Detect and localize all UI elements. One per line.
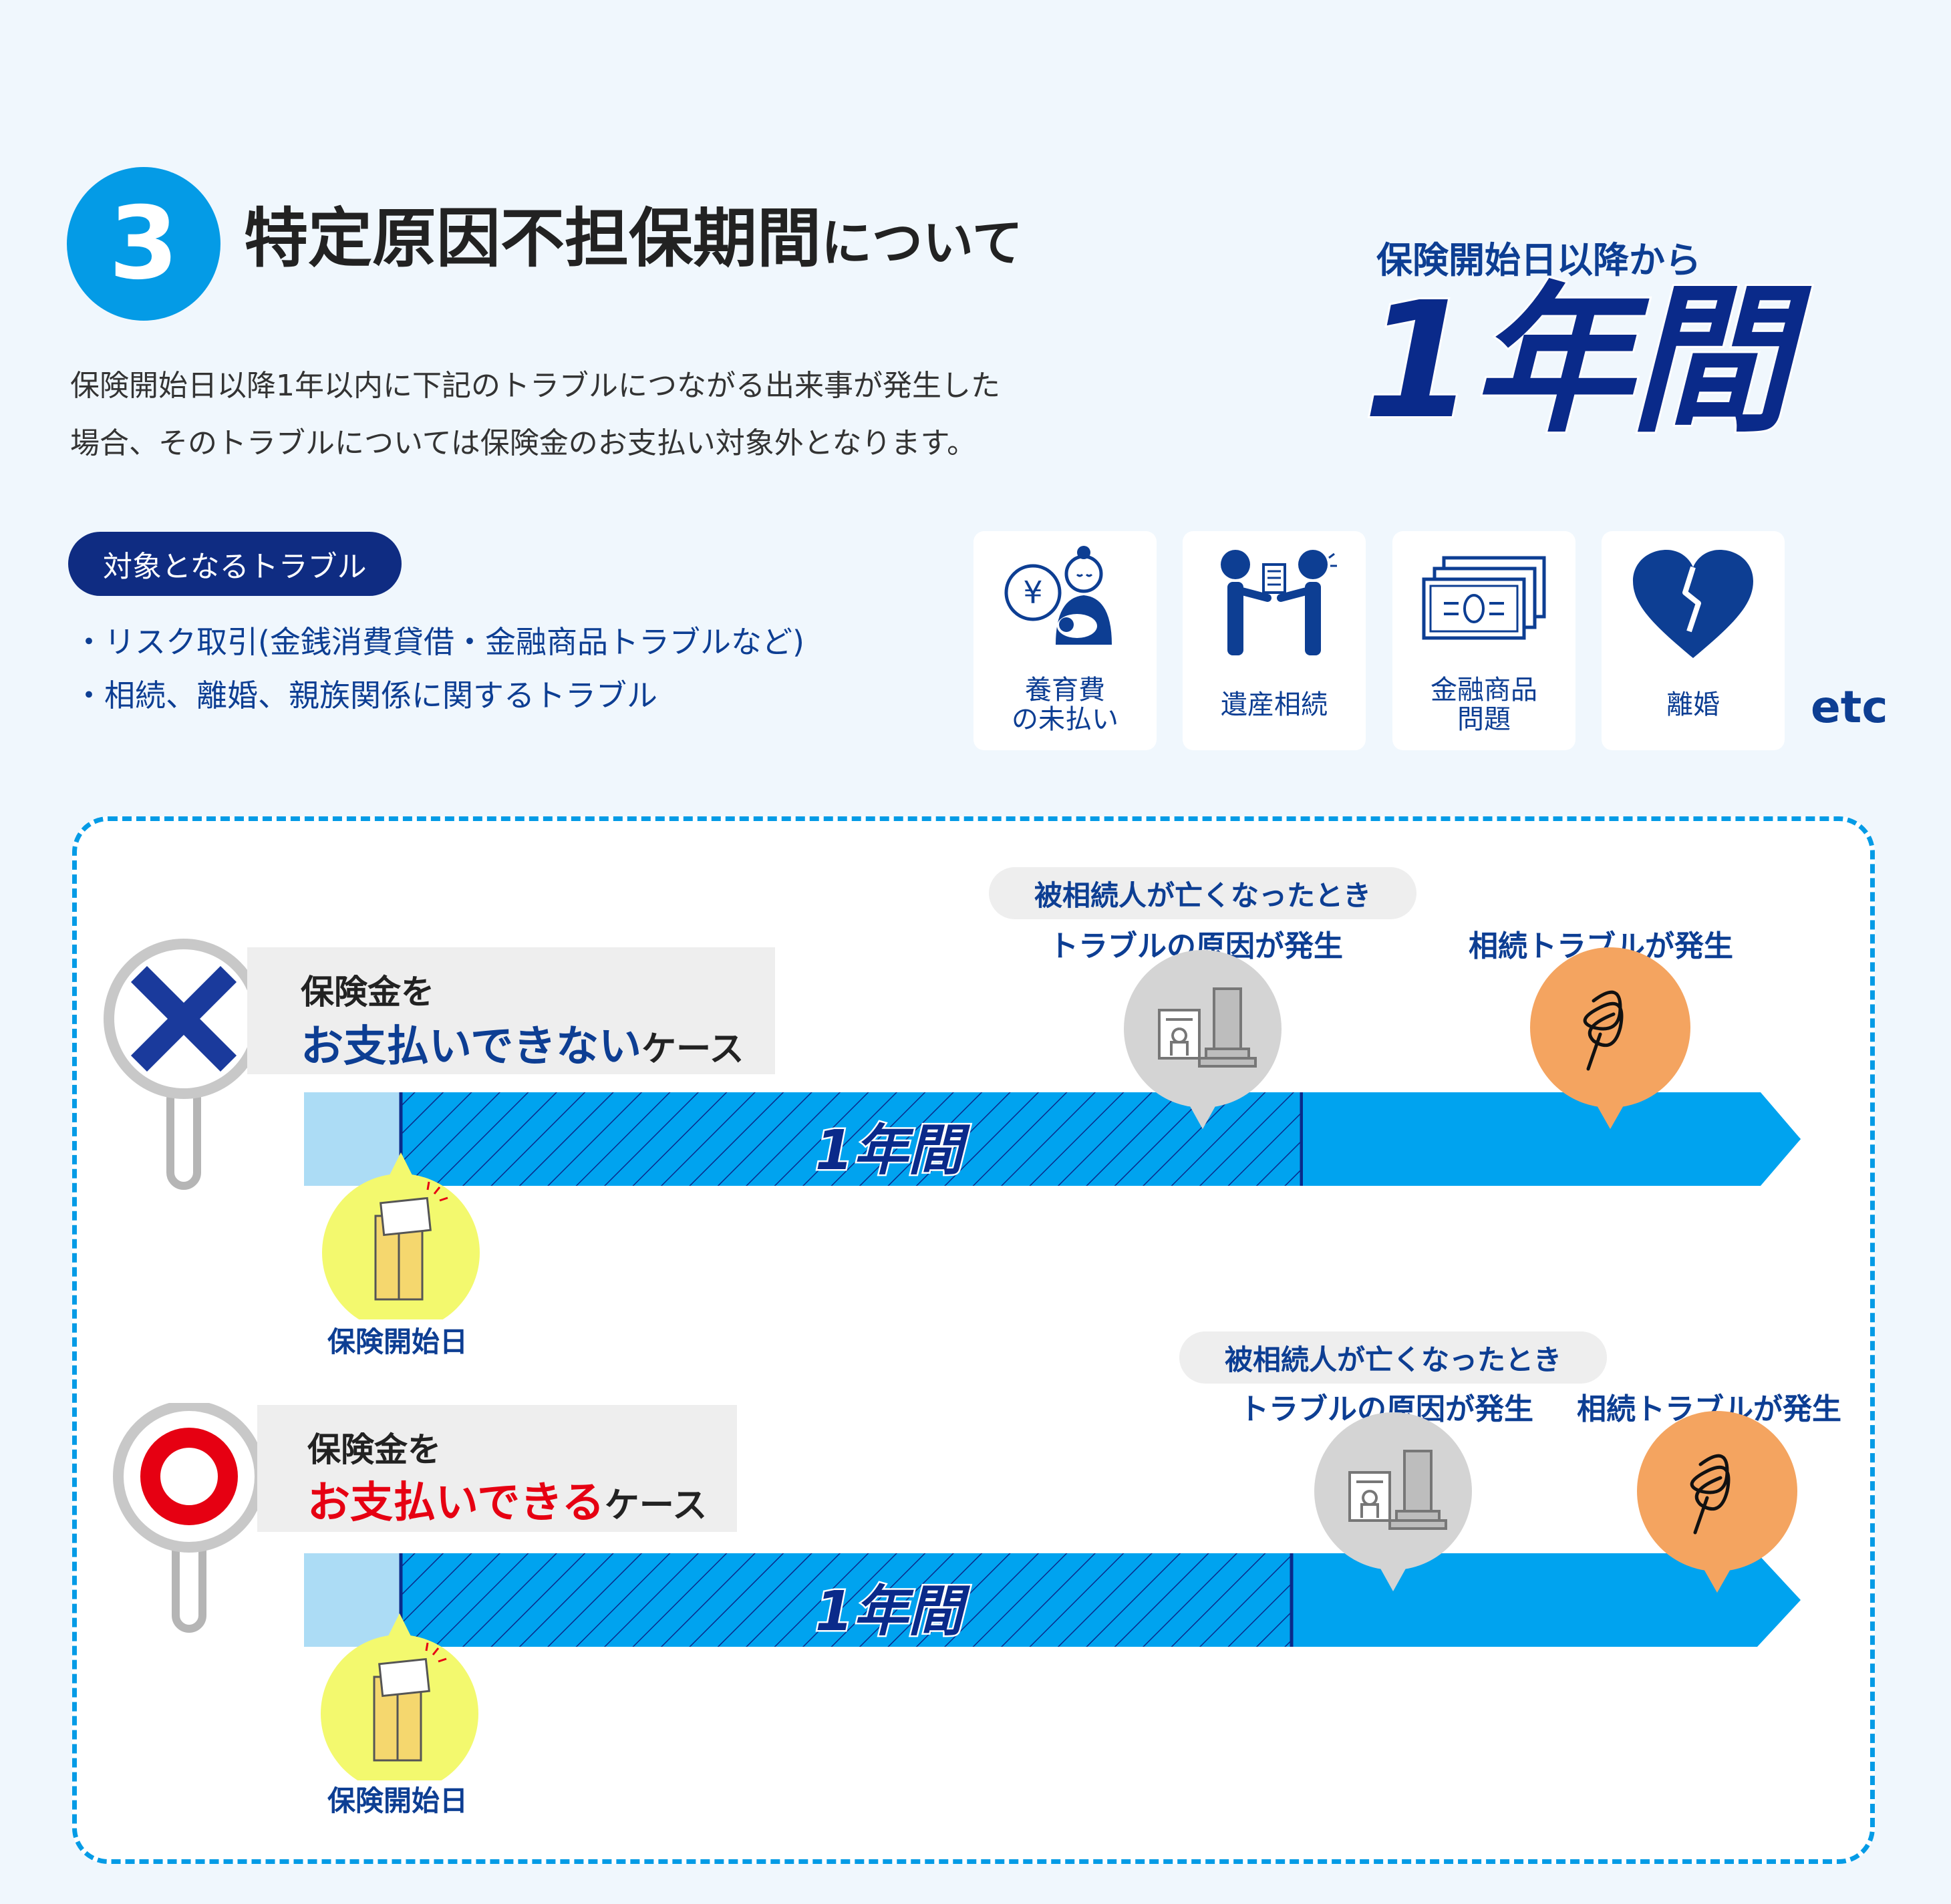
period-value: 1年間 [1361, 267, 1792, 454]
pre-start-segment [304, 1092, 401, 1186]
portrait-frame-icon [1348, 1471, 1391, 1522]
trouble-bubble [1530, 947, 1690, 1129]
one-year-hatched-segment [401, 1553, 1293, 1647]
cause-bubble [1124, 950, 1282, 1129]
timeline-bar-not-payable [304, 1092, 1801, 1186]
trouble-tag: 対象となるトラブル [68, 532, 402, 596]
gravestone-icon [1403, 1450, 1433, 1513]
start-date-bubble [321, 1613, 478, 1780]
icon-card-divorce: 離婚 [1602, 531, 1785, 750]
tangled-thread-icon [1690, 1454, 1731, 1535]
inheritance-handover-icon [1221, 550, 1337, 655]
cross-mark-icon [104, 939, 264, 1190]
case-line1: 保険金を [307, 1430, 441, 1469]
portrait-frame-icon [1158, 1009, 1201, 1060]
icon-card-label: 遺産相続 [1221, 689, 1328, 720]
svg-text:¥: ¥ [1023, 575, 1042, 611]
icon-card-label: 養育費の未払い [1012, 675, 1118, 735]
pre-start-segment [304, 1553, 401, 1647]
circle-mark-icon [113, 1403, 265, 1633]
timeline-bar-payable [304, 1553, 1801, 1647]
description: 保険開始日以降1年以内に下記のトラブルにつながる出来事が発生した 場合、そのトラ… [70, 369, 1000, 460]
period-label: 保険開始日以降から [1376, 239, 1701, 281]
icon-card-financial: 金融商品問題 [1392, 531, 1575, 750]
case-box-payable [257, 1405, 737, 1532]
start-date-label: 保険開始日 [327, 1325, 468, 1358]
icon-card-inheritance: 遺産相続 [1183, 531, 1366, 750]
start-date-bubble [322, 1152, 480, 1319]
case-box-not-payable [247, 947, 775, 1074]
mother-child-yen-icon: ¥ [1004, 546, 1112, 645]
cause-bubble [1314, 1412, 1472, 1591]
case-line2: お支払いできないケース [301, 1022, 744, 1072]
gravestone-icon [1213, 987, 1242, 1050]
icon-card-label: 金融商品問題 [1431, 675, 1537, 735]
section-number-badge: 3 [67, 167, 220, 321]
bar-label-one-year: 1年間 [813, 1118, 964, 1184]
icon-card-child-support: ¥ 養育費の未払い [973, 531, 1157, 750]
bar-label-one-year: 1年間 [813, 1579, 964, 1645]
etc-label: etc [1811, 681, 1888, 733]
banknotes-icon [1422, 556, 1546, 640]
start-date-label: 保険開始日 [327, 1784, 468, 1817]
icon-card-label: 離婚 [1666, 689, 1720, 720]
trouble-item: ・相続、離婚、親族関係に関するトラブル [73, 677, 657, 713]
broken-heart-icon [1633, 550, 1753, 658]
page-title: 特定原因不担保期間について [244, 201, 1023, 276]
case-line1: 保険金を [301, 973, 434, 1011]
case-line2: お支払いできるケース [307, 1478, 708, 1528]
decedent-death-label: 被相続人が亡くなったとき [1179, 1331, 1607, 1384]
trouble-item: ・リスク取引(金銭消費貸借・金融商品トラブルなど) [73, 624, 804, 660]
decedent-death-label: 被相続人が亡くなったとき [989, 867, 1416, 919]
tangled-thread-icon [1583, 990, 1624, 1071]
trouble-bubble [1637, 1411, 1797, 1593]
